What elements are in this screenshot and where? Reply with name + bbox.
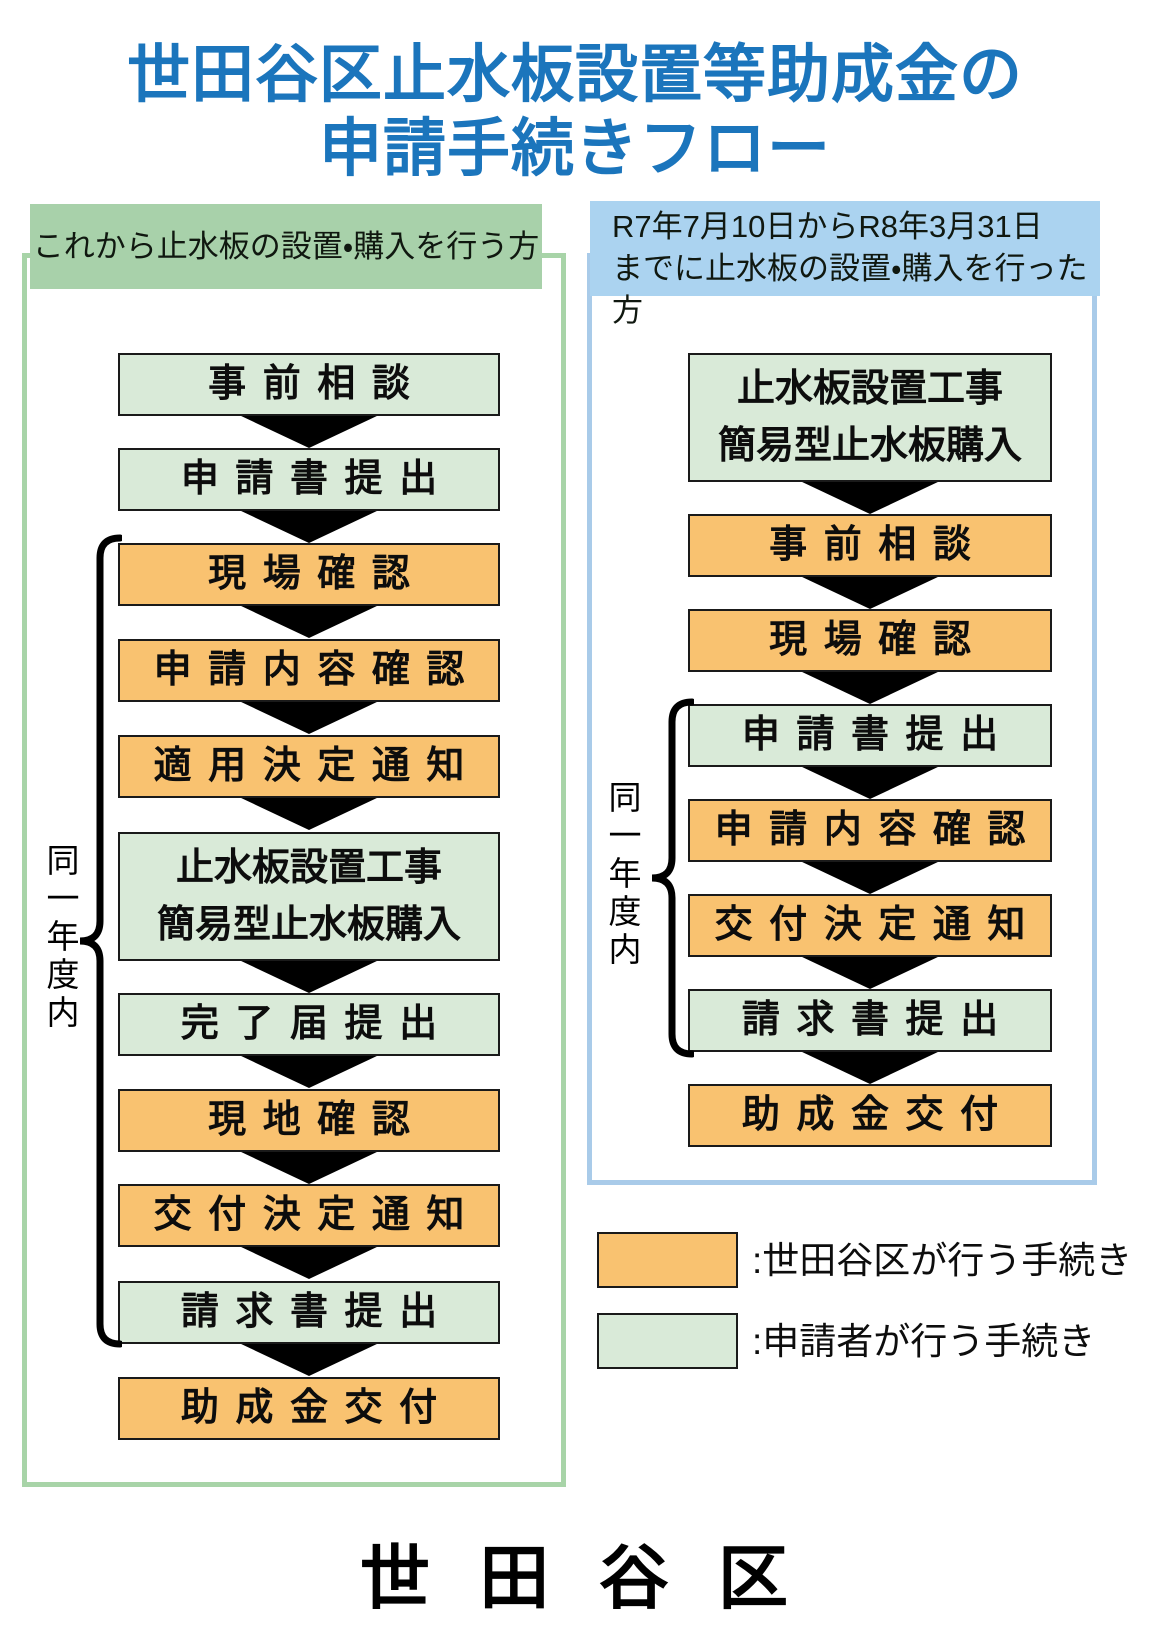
duration-label-left: 同一年度内 <box>42 843 79 1033</box>
step-label-line2: 簡易型止水板購入 <box>156 903 461 946</box>
right-step-prior-consultation: 事 前 相 談 <box>688 514 1052 577</box>
right-step-subsidy-payment: 助 成 金 交 付 <box>688 1084 1052 1147</box>
step-label-line1: 止水板設置工事 <box>175 846 442 889</box>
left-step-application-review: 申 請 内 容 確 認 <box>118 639 500 702</box>
left-flow-header: これから止水板の設置・購入を行う方 <box>30 204 542 289</box>
step-label: 現 場 確 認 <box>769 619 971 661</box>
right-flow-header: R7年7月10日からR8年3月31日 までに止水板の設置・購入を行った方 <box>590 201 1100 328</box>
step-label: 交 付 決 定 通 知 <box>714 904 1026 946</box>
right-step-application-review: 申 請 内 容 確 認 <box>688 799 1052 862</box>
step-label-line2: 簡易型止水板購入 <box>717 424 1022 467</box>
right-step-application-submission: 申 請 書 提 出 <box>688 704 1052 767</box>
legend-ward-label: :世田谷区が行う手続き <box>752 1240 1133 1281</box>
step-label: 申 請 書 提 出 <box>180 458 438 500</box>
left-step-completion-report-submission: 完 了 届 提 出 <box>118 993 500 1056</box>
step-label: 事 前 相 談 <box>769 524 971 566</box>
right-step-invoice-submission: 請 求 書 提 出 <box>688 989 1052 1052</box>
right-step-installation-or-purchase: 止水板設置工事 簡易型止水板購入 <box>688 353 1052 482</box>
setagaya-city-logo: 世 田 谷 区 <box>359 1539 791 1617</box>
left-step-installation-or-purchase: 止水板設置工事 簡易型止水板購入 <box>118 832 500 961</box>
right-flow-header-line2: までに止水板の設置・購入を行った方 <box>612 251 1088 328</box>
left-step-site-check: 現 場 確 認 <box>118 543 500 606</box>
step-label: 請 求 書 提 出 <box>180 1291 438 1333</box>
legend-applicant-swatch <box>597 1313 738 1369</box>
left-step-onsite-inspection: 現 地 確 認 <box>118 1089 500 1152</box>
step-label: 現 場 確 認 <box>208 553 410 595</box>
page-title-line2: 申請手続きフロー <box>319 114 831 184</box>
left-step-application-submission: 申 請 書 提 出 <box>118 448 500 511</box>
step-label: 事 前 相 談 <box>208 363 410 405</box>
legend-ward-swatch <box>597 1232 738 1288</box>
step-label: 助 成 金 交 付 <box>180 1387 438 1429</box>
step-label: 交 付 決 定 通 知 <box>153 1194 465 1236</box>
right-step-grant-decision-notice: 交 付 決 定 通 知 <box>688 894 1052 957</box>
duration-brace-right-icon <box>651 698 694 1058</box>
step-label: 請 求 書 提 出 <box>741 999 999 1041</box>
right-step-site-check: 現 場 確 認 <box>688 609 1052 672</box>
step-label: 現 地 確 認 <box>208 1099 410 1141</box>
left-step-prior-consultation: 事 前 相 談 <box>118 353 500 416</box>
right-flow-header-line1: R7年7月10日からR8年3月31日 <box>612 209 1043 244</box>
step-label: 申 請 内 容 確 認 <box>153 649 465 691</box>
step-label: 助 成 金 交 付 <box>741 1094 999 1136</box>
step-label: 申 請 書 提 出 <box>741 714 999 756</box>
page-title: 世田谷区止水板設置等助成金の 申請手続きフロー <box>0 38 1150 186</box>
page-title-line1: 世田谷区止水板設置等助成金の <box>127 40 1023 110</box>
step-label: 申 請 内 容 確 認 <box>714 809 1026 851</box>
step-label: 適 用 決 定 通 知 <box>153 745 465 787</box>
left-step-subsidy-payment: 助 成 金 交 付 <box>118 1377 500 1440</box>
step-label: 完 了 届 提 出 <box>180 1003 438 1045</box>
duration-label-right: 同一年度内 <box>604 780 641 970</box>
left-flow-header-label: これから止水板の設置・購入を行う方 <box>32 228 540 264</box>
left-step-applicability-decision-notice: 適 用 決 定 通 知 <box>118 735 500 798</box>
legend-applicant-label: :申請者が行う手続き <box>752 1321 1096 1362</box>
left-step-invoice-submission: 請 求 書 提 出 <box>118 1281 500 1344</box>
step-label-line1: 止水板設置工事 <box>736 367 1003 410</box>
duration-brace-left-icon <box>79 534 122 1348</box>
left-step-grant-decision-notice: 交 付 決 定 通 知 <box>118 1184 500 1247</box>
